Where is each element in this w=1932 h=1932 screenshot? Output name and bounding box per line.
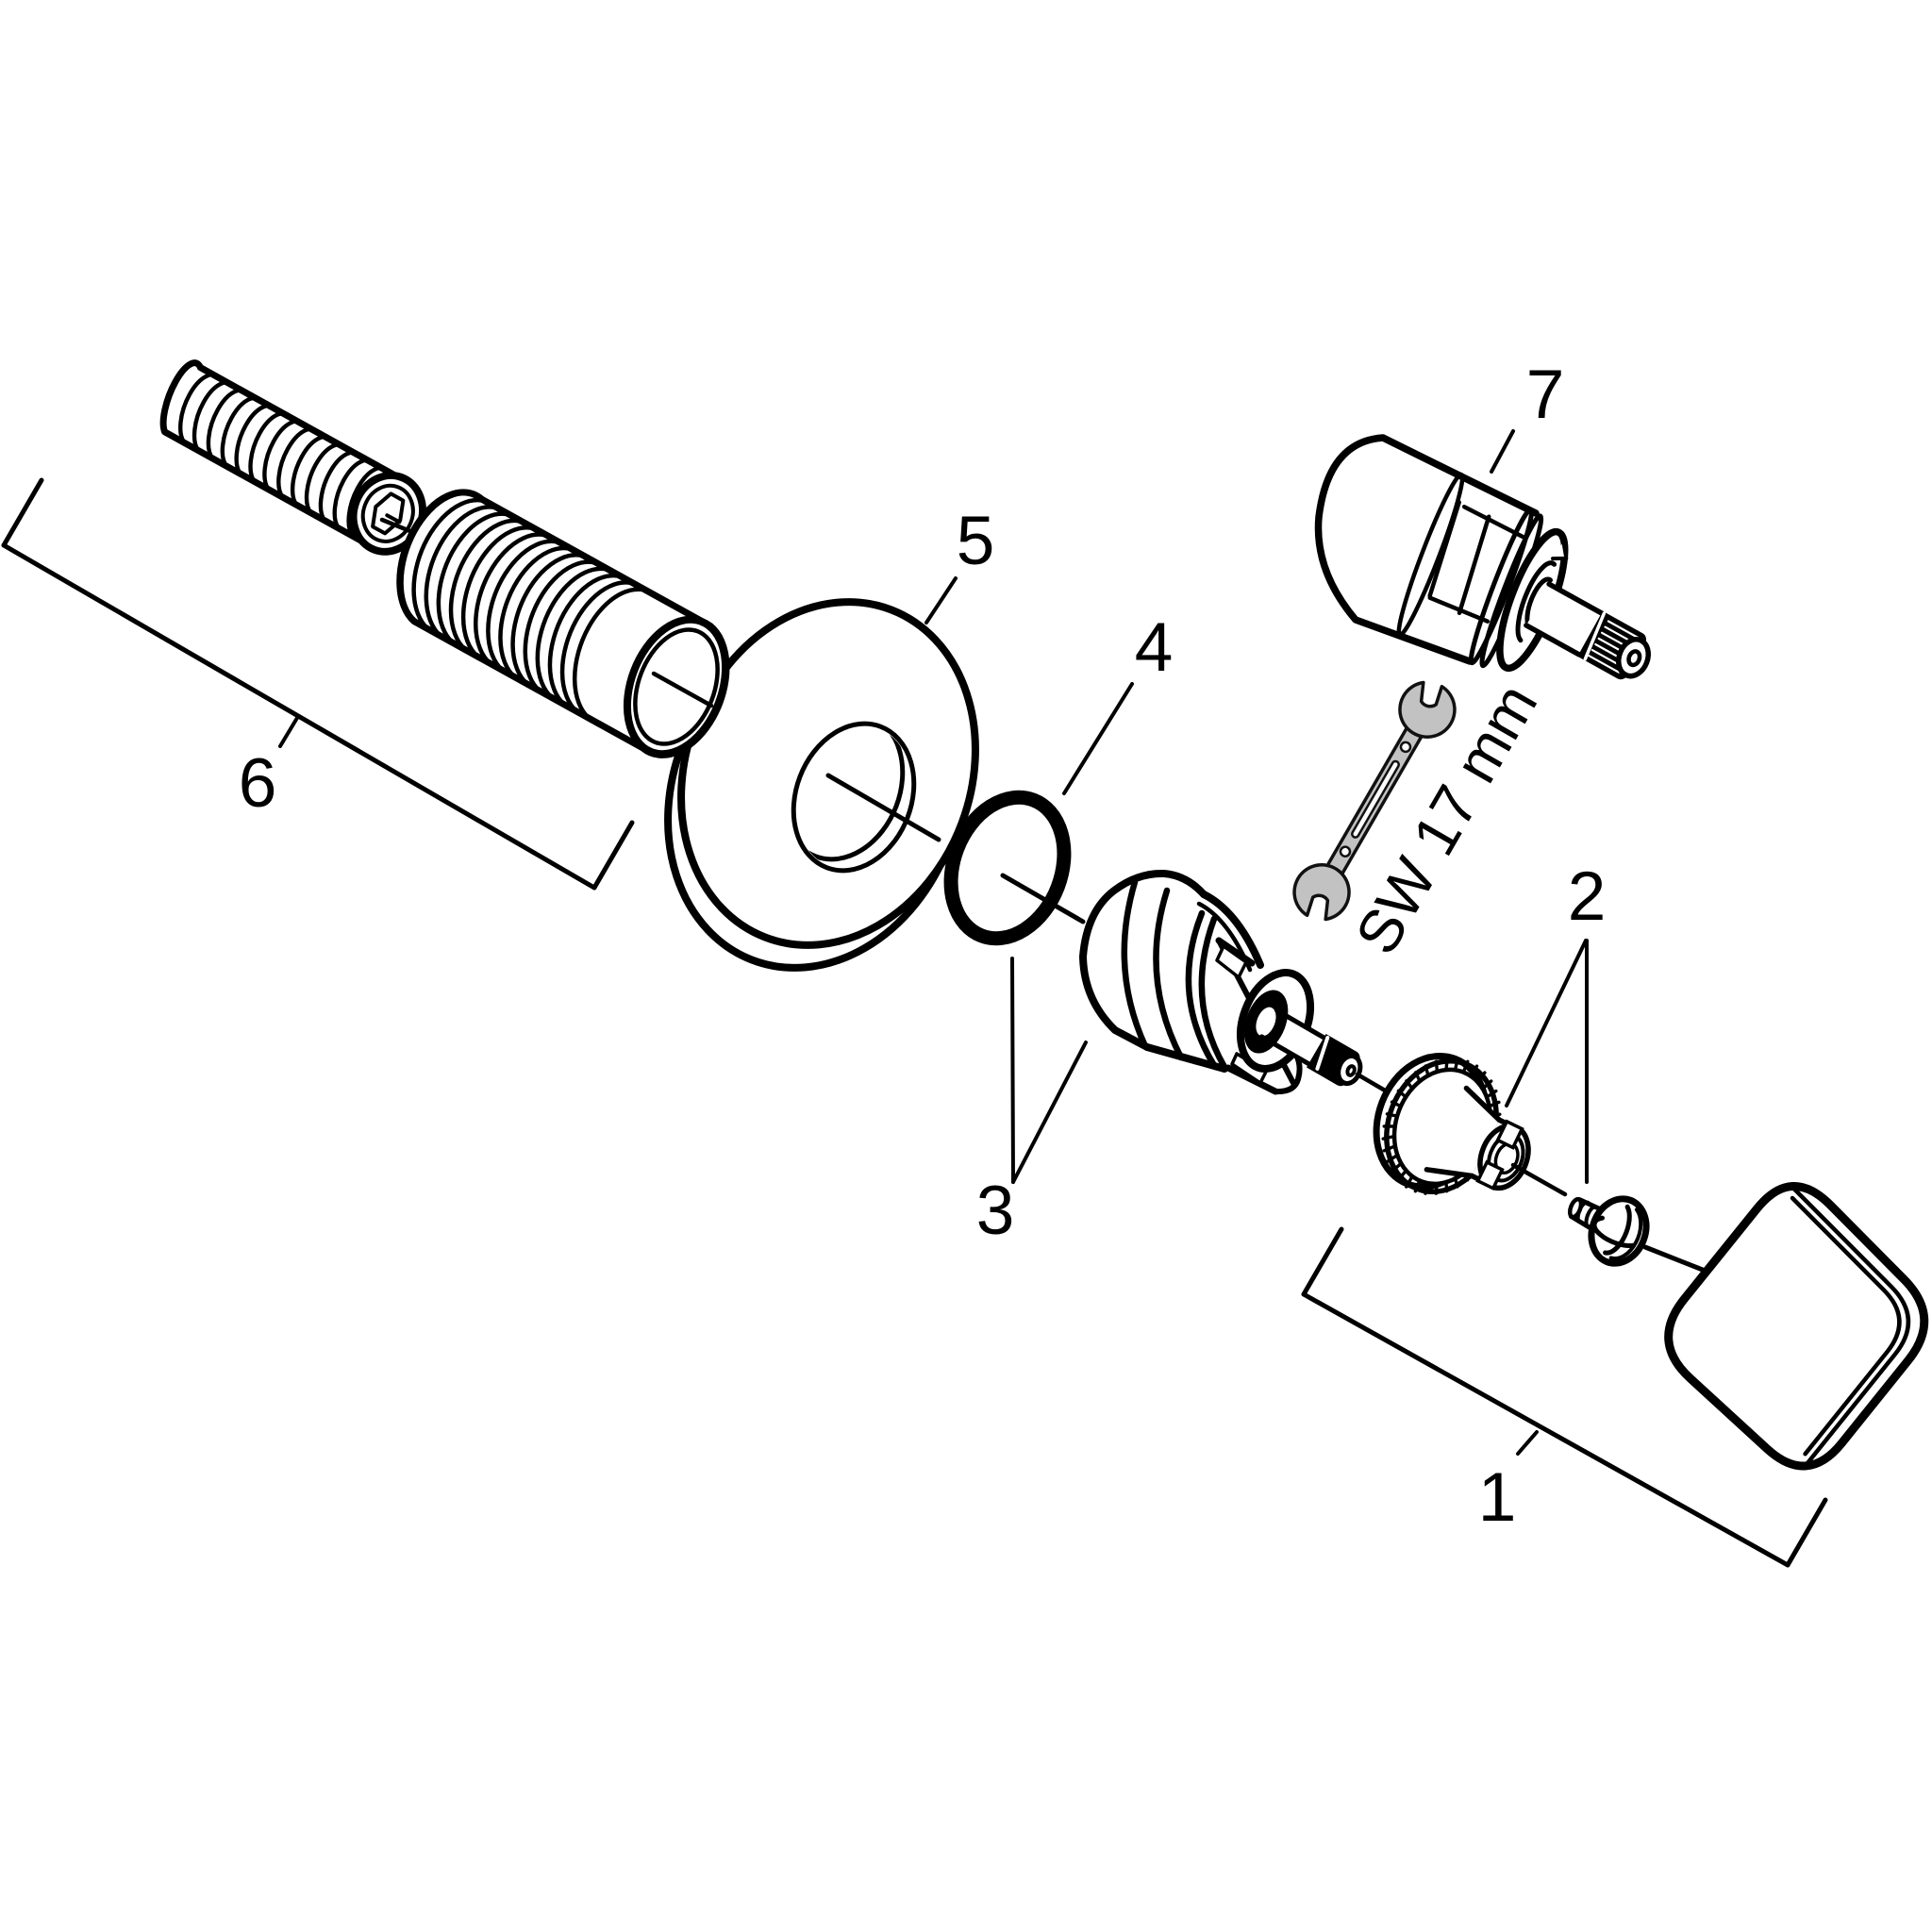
svg-text:7: 7	[1526, 357, 1565, 433]
svg-text:3: 3	[976, 1173, 1015, 1249]
svg-text:2: 2	[1568, 858, 1607, 935]
svg-text:5: 5	[957, 503, 995, 579]
svg-text:6: 6	[239, 745, 277, 822]
svg-text:4: 4	[1135, 609, 1174, 686]
svg-text:1: 1	[1478, 1459, 1517, 1536]
